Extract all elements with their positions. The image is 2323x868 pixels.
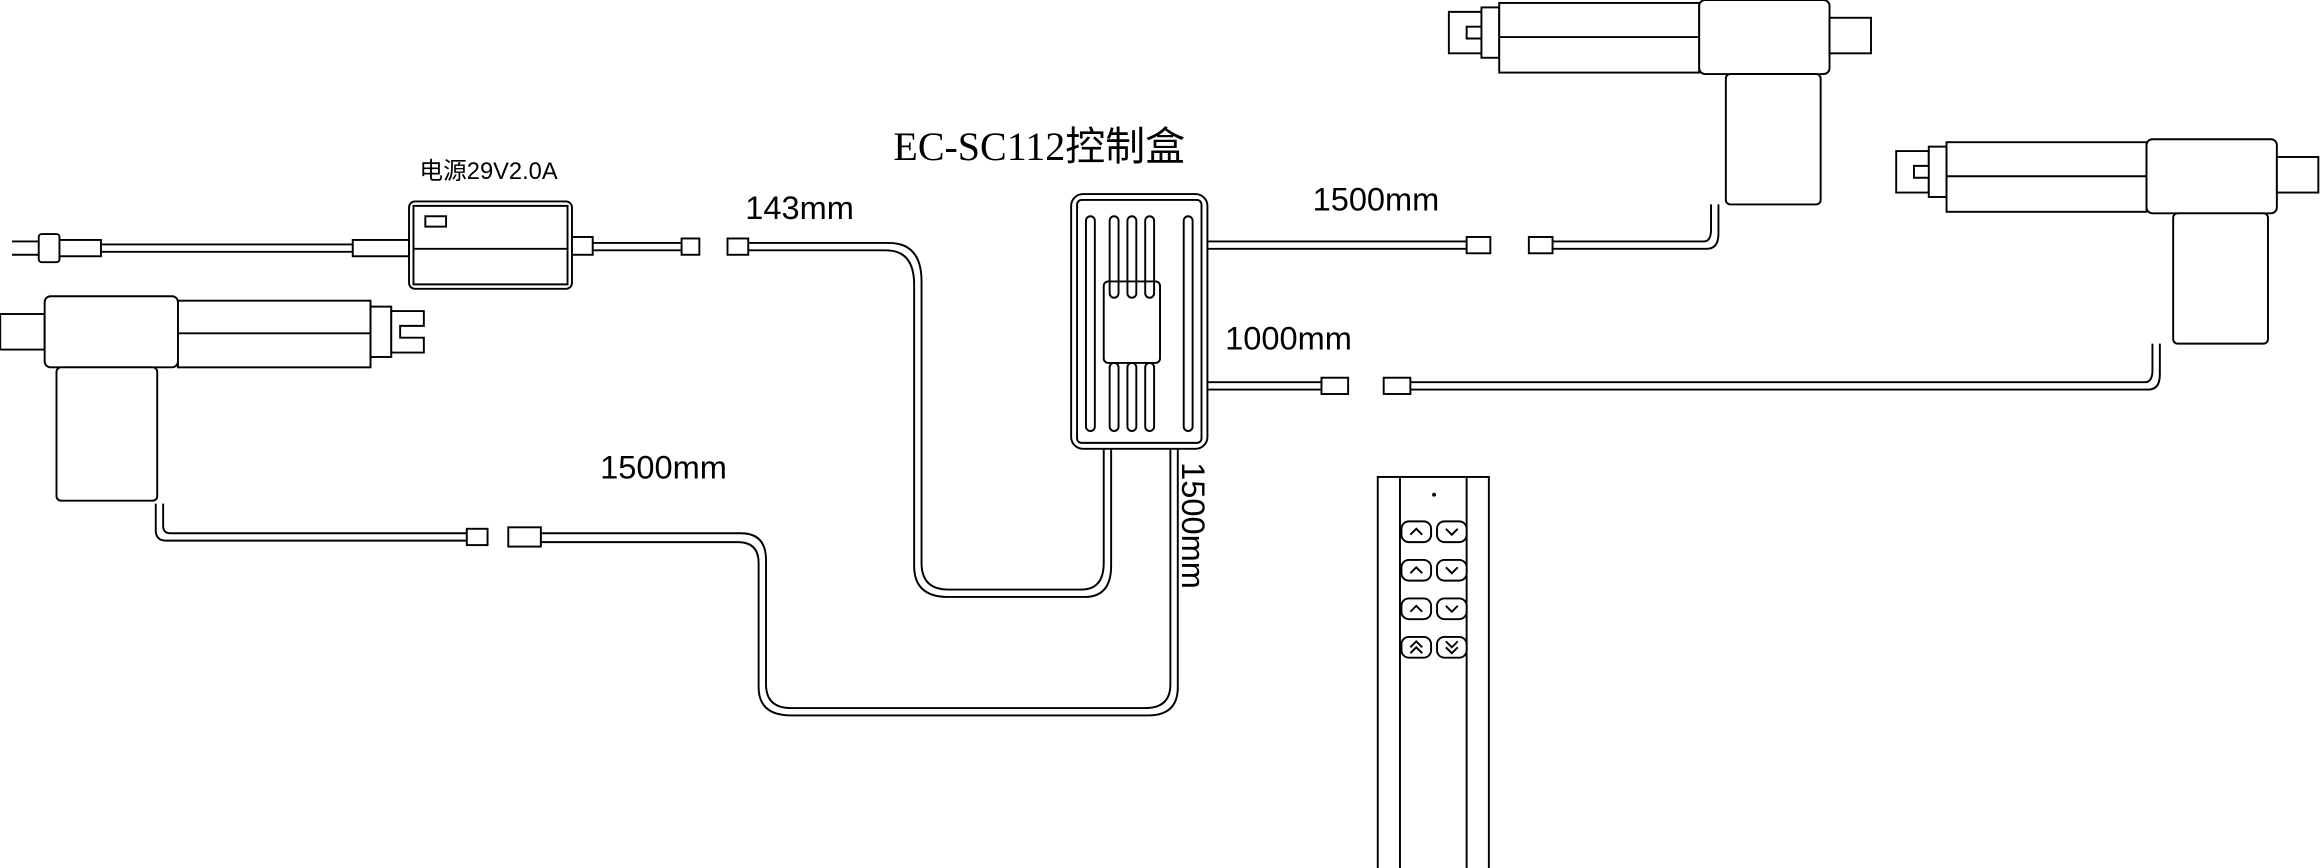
remote-button-up-2[interactable] [1400,558,1433,582]
up-icon [1409,604,1423,613]
control-box [1070,193,1209,450]
left-actuator-cable-length: 1500mm [600,449,727,485]
control-box-down-cable-length: 1500mm [1175,462,1211,589]
left-linear-actuator [0,295,425,502]
adapter-cable-length: 143mm [745,190,854,226]
right-actuator-cable-length: 1000mm [1225,321,1352,357]
double-up-icon [1409,640,1423,654]
up-icon [1409,527,1423,536]
remote-button-down-1[interactable] [1436,520,1468,544]
remote-button-up-4[interactable] [1400,635,1433,659]
double-down-icon [1445,640,1459,655]
up-icon [1409,565,1423,574]
down-icon [1445,528,1459,537]
remote-button-down-3[interactable] [1436,597,1468,621]
power-adapter [408,200,701,290]
power-supply-label: 电源29V2.0A [419,158,557,185]
remote-button-down-2[interactable] [1436,558,1468,582]
adapter-cable [726,237,1113,598]
remote-control [1376,475,1490,868]
right-linear-actuator [1895,138,2320,345]
right-actuator-cable [1207,343,2161,395]
diagram-title: EC-SC112控制盒 [893,124,1185,169]
top-actuator-cable [1207,204,1720,255]
remote-button-up-1[interactable] [1400,520,1433,544]
left-actuator-cable [154,448,1179,717]
top-linear-actuator [1447,0,1872,206]
top-actuator-cable-length: 1500mm [1313,181,1440,217]
remote-button-up-3[interactable] [1400,597,1433,621]
power-plug-icon [12,233,410,264]
down-icon [1445,605,1459,614]
remote-button-down-4[interactable] [1436,635,1468,659]
down-icon [1445,566,1459,575]
